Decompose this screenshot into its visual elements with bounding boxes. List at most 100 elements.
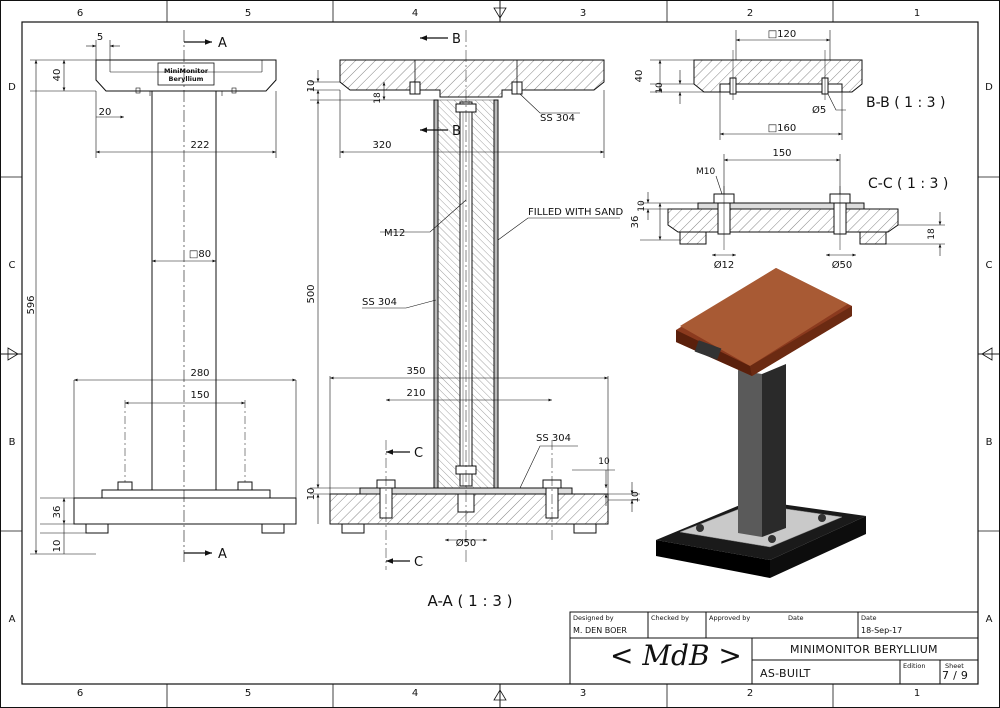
aa-dim-18: 18 (373, 92, 383, 104)
dim-20: 20 (99, 107, 112, 118)
col-label-top-3: 3 (580, 8, 586, 19)
cc-dim-150: 150 (772, 148, 791, 159)
dim-150: 150 (190, 390, 209, 401)
row-label-right-d: D (985, 82, 993, 93)
front-dimensions (30, 40, 297, 555)
aa-column-left-wall (433, 99, 439, 489)
bb-dim-texts: □120 40 10 Ø5 □160 (634, 29, 826, 134)
dim-40: 40 (52, 69, 63, 82)
bb-dim-120: □120 (768, 29, 797, 40)
zone-labels: 6 5 4 3 2 1 6 5 4 3 2 1 D C B A D C B A (8, 8, 993, 699)
aa-column-right-wall (493, 99, 499, 489)
dim-10-foot: 10 (52, 540, 63, 553)
row-label-right-b: B (986, 437, 993, 448)
cc-base (667, 208, 899, 233)
tb-drawing-title: MINIMONITOR BERYLLIUM (790, 643, 938, 656)
aa-dimensions (310, 70, 640, 542)
front-view (73, 30, 297, 565)
cc-dimensions (640, 154, 945, 257)
section-bb-title: B-B ( 1 : 3 ) (866, 95, 945, 111)
section-cc-title: C-C ( 1 : 3 ) (868, 176, 948, 192)
render-base-front (656, 540, 770, 578)
cc-dim-36: 36 (630, 216, 641, 229)
aa-dim-10-base: 10 (306, 488, 317, 501)
dim-36: 36 (52, 506, 63, 519)
row-label-left-b: B (9, 437, 16, 448)
label-ss304-base: SS 304 (536, 433, 571, 444)
col-label-top-6: 6 (77, 8, 83, 19)
section-b-label-mid: B (452, 124, 461, 139)
col-label-bottom-2: 2 (747, 688, 753, 699)
section-aa-title: A-A ( 1 : 3 ) (428, 592, 513, 610)
iso-render (656, 268, 866, 578)
section-b-label-top: B (452, 32, 461, 47)
tb-designed-by: M. DEN BOER (573, 626, 627, 635)
front-top-plate (95, 59, 277, 92)
nameplate-line-1: MiniMonitor (164, 67, 209, 75)
bb-dim-hole: Ø5 (812, 104, 826, 116)
label-filled-with-sand: FILLED WITH SAND (528, 207, 624, 218)
bb-dim-160: □160 (768, 123, 797, 134)
tb-date-label-1: Date (788, 614, 804, 622)
aa-dim-210: 210 (406, 388, 425, 399)
aa-dim-500: 500 (306, 284, 317, 303)
col-label-top-2: 2 (747, 8, 753, 19)
row-label-right-a: A (986, 614, 993, 625)
dim-596: 596 (26, 295, 37, 314)
cc-dim-texts: 150 M10 10 36 18 Ø12 Ø50 (630, 148, 937, 271)
row-label-right-c: C (986, 260, 993, 271)
tb-logo: < MdB > (610, 639, 742, 672)
nameplate-line-2: Beryllium (169, 75, 204, 83)
cc-dim-18: 18 (927, 228, 937, 240)
tb-date: 18-Sep-17 (861, 626, 903, 635)
tb-date-label-2: Date (861, 614, 877, 622)
row-label-left-d: D (8, 82, 16, 93)
front-nameplate (157, 62, 215, 86)
section-a-marks (184, 39, 212, 556)
front-dim-texts: 596 40 5 20 222 □80 280 150 36 10 (26, 32, 211, 552)
aa-dim-texts: 10 18 320 500 350 210 10 10 10 Ø50 SS 30… (306, 80, 641, 549)
front-steel-plate (101, 489, 271, 499)
bb-dimensions (650, 30, 846, 140)
col-label-top-1: 1 (914, 8, 920, 19)
render-base-side (770, 516, 866, 578)
cc-dim-m10: M10 (696, 167, 715, 177)
col-label-bottom-6: 6 (77, 688, 83, 699)
section-aa (329, 30, 609, 570)
bb-dim-10: 10 (655, 82, 665, 94)
render-column-front (738, 370, 762, 537)
row-label-left-c: C (9, 260, 16, 271)
cc-dim-dia12: Ø12 (714, 259, 735, 271)
section-cc (667, 186, 899, 250)
render-column-side (762, 364, 786, 537)
bb-dim-40: 40 (634, 70, 645, 83)
aa-dim-350: 350 (406, 366, 425, 377)
dim-80: □80 (189, 249, 211, 260)
col-label-top-4: 4 (412, 8, 418, 19)
dim-5: 5 (97, 32, 103, 43)
label-ss304-side: SS 304 (362, 297, 397, 308)
cc-dim-10: 10 (637, 200, 647, 212)
tb-status: AS-BUILT (760, 667, 811, 680)
front-base (73, 497, 297, 525)
cc-dim-dia50: Ø50 (832, 259, 853, 271)
tb-sheet: 7 / 9 (942, 669, 969, 682)
section-bc-marks (386, 35, 448, 564)
col-label-bottom-3: 3 (580, 688, 586, 699)
section-a-label-bottom: A (218, 547, 227, 562)
dim-280: 280 (190, 368, 209, 379)
col-label-top-5: 5 (245, 8, 251, 19)
dim-222: 222 (190, 140, 209, 151)
row-label-left-a: A (9, 614, 16, 625)
label-ss304-top: SS 304 (540, 113, 575, 124)
aa-dim-10-plate: 10 (631, 491, 641, 503)
tb-sheet-label: Sheet (945, 662, 964, 670)
aa-top-plate (339, 59, 605, 98)
aa-dim-10-top: 10 (306, 80, 317, 93)
col-label-bottom-4: 4 (412, 688, 418, 699)
col-label-bottom-5: 5 (245, 688, 251, 699)
label-m12: M12 (384, 228, 405, 239)
aa-dim-320: 320 (372, 140, 391, 151)
tb-checked-by-label: Checked by (651, 614, 689, 622)
